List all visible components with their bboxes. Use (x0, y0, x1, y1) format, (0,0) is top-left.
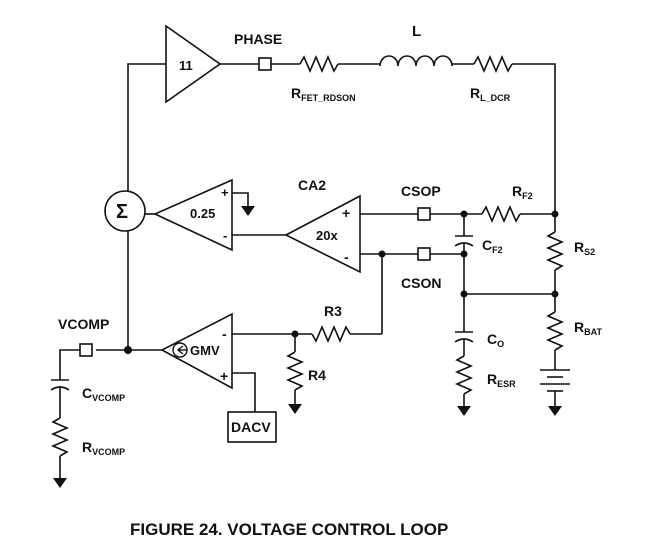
dacv-block (227, 411, 277, 443)
rfet-label: RFET_RDSON (291, 85, 356, 103)
r4-label: R4 (308, 367, 326, 383)
rs2-label: RS2 (574, 239, 595, 257)
ground-gain-025 (241, 206, 255, 216)
vcomp-label: VCOMP (58, 316, 109, 332)
ca2-minus: - (344, 249, 349, 265)
rs2-resistor (545, 231, 565, 271)
r3-resistor (311, 324, 351, 344)
inductor-label: L (412, 23, 421, 40)
gain-025-plus: + (221, 185, 229, 200)
cvcomp-label: CVCOMP (82, 385, 125, 403)
ground-battery (548, 406, 562, 416)
phase-label: PHASE (234, 31, 282, 47)
gmv-minus: - (222, 326, 227, 342)
csop-node (417, 207, 431, 221)
gain-025-amplifier (153, 178, 233, 252)
csop-label: CSOP (401, 183, 441, 199)
ca2-plus: + (342, 205, 350, 221)
gain-025-label: 0.25 (190, 206, 215, 221)
gmv-amplifier (160, 312, 233, 390)
gain-025-minus: - (223, 228, 227, 243)
gmv-plus: + (220, 368, 228, 384)
cson-node (417, 247, 431, 261)
co-label: CO (487, 331, 504, 349)
resr-resistor (454, 355, 474, 395)
figure-caption: FIGURE 24. VOLTAGE CONTROL LOOP (130, 520, 448, 539)
vcomp-node (79, 343, 93, 357)
summing-junction (104, 190, 146, 232)
rvcomp-resistor (50, 417, 70, 457)
r4-resistor (285, 351, 305, 391)
rbat-label: RBAT (574, 319, 602, 337)
ca2-amplifier (284, 194, 361, 274)
phase-node (258, 57, 272, 71)
inductor-l (379, 55, 453, 67)
ca2-label: CA2 (298, 177, 326, 193)
gmv-label: GMV (190, 343, 220, 358)
gain-11-label: 11 (179, 58, 193, 73)
ground-rvcomp (53, 478, 67, 488)
resr-label: RESR (487, 371, 516, 389)
rl-dcr-resistor (473, 54, 513, 74)
rbat-resistor (545, 311, 565, 351)
gain-11-buffer (165, 24, 222, 104)
rvcomp-label: RVCOMP (82, 439, 125, 457)
cf2-label: CF2 (482, 237, 503, 255)
battery-symbol (540, 369, 570, 406)
dacv-label: DACV (231, 419, 271, 435)
rf2-resistor (481, 204, 521, 224)
ca2-gain-label: 20x (316, 228, 338, 243)
sum-symbol: Σ (116, 201, 128, 223)
cson-label: CSON (401, 275, 441, 291)
ground-resr (457, 406, 471, 416)
r3-label: R3 (324, 303, 342, 319)
ground-r4 (288, 404, 302, 414)
rf2-label: RF2 (512, 183, 533, 201)
rl-dcr-label: RL_DCR (470, 85, 511, 103)
rfet-resistor (299, 54, 339, 74)
